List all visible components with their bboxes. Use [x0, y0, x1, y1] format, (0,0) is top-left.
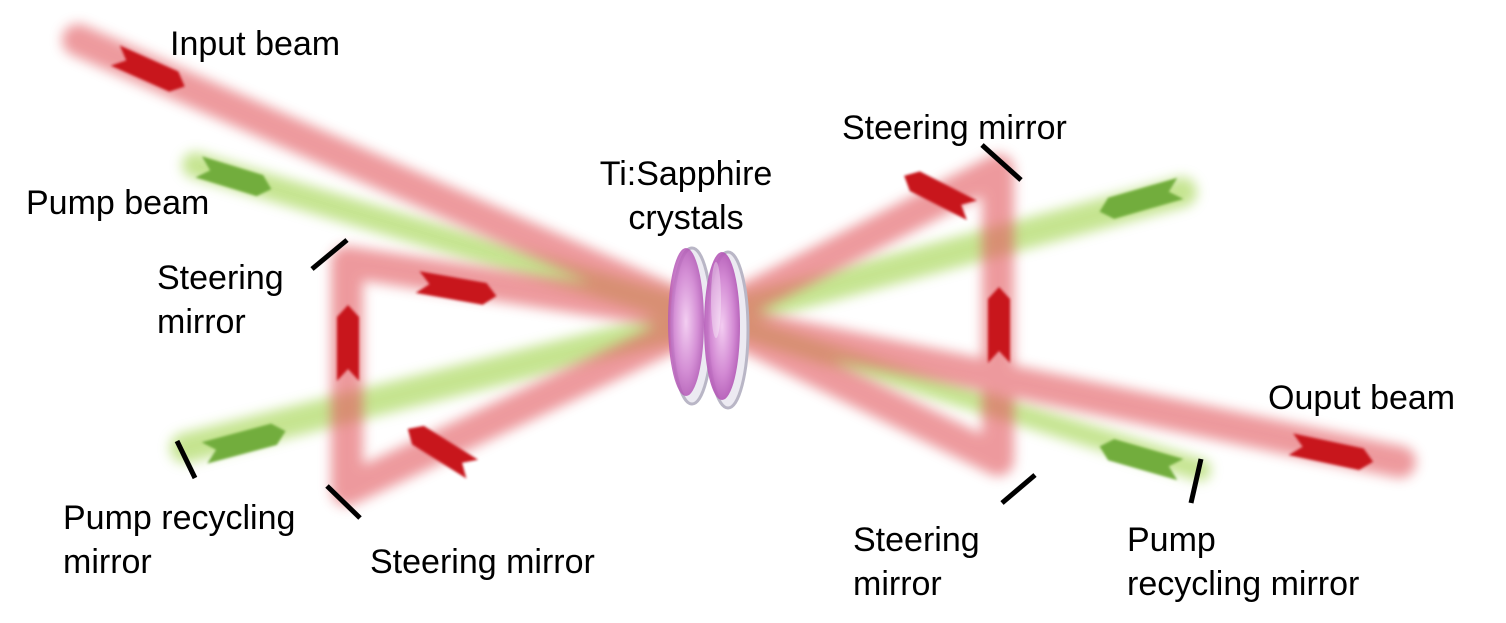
pump-beam-label: Pump beam: [26, 184, 210, 222]
steering-mirror-right-bottom: [1000, 473, 1037, 505]
left-lower-path: [331, 302, 726, 506]
output-beam-label: Ouput beam: [1268, 379, 1456, 417]
pump-beam-arrow: [195, 156, 272, 197]
direction-arrows: [110, 45, 1374, 481]
crystals-label-line1: Ti:Sapphire: [599, 155, 773, 193]
crystals-label-line2: crystals: [628, 199, 744, 237]
steering-mirror-left-bottom: [325, 484, 362, 520]
left-vertical-arrow: [337, 305, 359, 381]
pump-right-lower-arrow: [1099, 439, 1184, 481]
steering-mirror-left-top-label: Steering mirror: [157, 256, 284, 344]
steering-mirror-left-bottom-label: Steering mirror: [370, 543, 595, 581]
input-beam-arrow: [110, 45, 185, 92]
pump-recycling-right-line2: recycling mirror: [1127, 565, 1360, 603]
steering-mirror-right-bottom-line1: Steering: [853, 521, 980, 559]
input-beam-label: Input beam: [170, 25, 341, 63]
steering-mirror-left-top-line1: Steering: [157, 259, 284, 297]
steering-mirror-left-top: [310, 238, 349, 271]
output-beam-arrow: [1288, 433, 1374, 470]
right-upper-arrow: [904, 171, 977, 221]
steering-mirror-right-top-label: Steering mirror: [842, 109, 1067, 147]
steering-mirror-right-bottom-line2: mirror: [853, 565, 942, 603]
left-upper-arrow: [415, 271, 497, 305]
steering-mirror-right-bottom-label: Steering mirror: [853, 518, 980, 606]
mirrors: [174, 143, 1204, 520]
crystal-disc-2: [704, 252, 740, 400]
pump-left-return-arrow: [201, 423, 286, 464]
pump-recycling-mirror-left: [174, 439, 198, 480]
left-upper-path: [331, 246, 726, 334]
pump-recycling-mirror-right-label: Pump recycling mirror: [1127, 518, 1359, 606]
crystal-highlight: [711, 262, 721, 338]
steering-mirror-right-top: [980, 143, 1023, 182]
pump-recycling-left-line1: Pump recycling: [63, 499, 296, 537]
pump-recycling-left-line2: mirror: [63, 543, 152, 581]
output-beam-line: [694, 302, 1416, 478]
ti-sapphire-crystals: [668, 246, 750, 410]
right-vertical-arrow: [988, 287, 1010, 363]
crystal-disc-1: [668, 248, 704, 396]
pump-recycling-mirror-left-label: Pump recycling mirror: [63, 496, 295, 584]
steering-mirror-left-top-line2: mirror: [157, 303, 246, 341]
pump-right-upper-arrow: [1099, 177, 1184, 219]
left-lower-arrow: [407, 425, 479, 479]
crystals-label: Ti:Sapphire crystals: [582, 152, 790, 240]
pump-recycling-right-line1: Pump: [1127, 521, 1216, 559]
pump-recycling-mirror-right: [1188, 458, 1204, 504]
